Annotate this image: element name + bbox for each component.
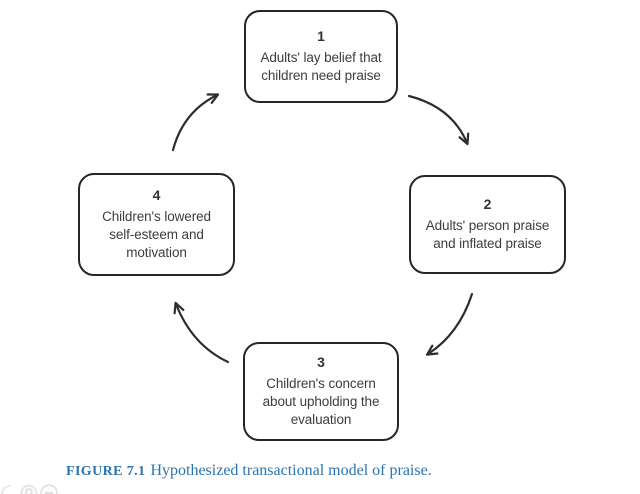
node-label: Children's lowered self-esteem and motiv… bbox=[102, 209, 211, 260]
node-box-2: 2 Adults' person praise and inflated pra… bbox=[409, 175, 566, 274]
minus-circle-icon[interactable] bbox=[40, 484, 58, 494]
node-box-3: 3 Children's concern about upholding the… bbox=[243, 342, 399, 441]
node-label: Children's concern about upholding the e… bbox=[262, 376, 380, 427]
node-box-1: 1 Adults' lay belief that children need … bbox=[244, 10, 398, 103]
node-number: 4 bbox=[152, 187, 161, 203]
figure-caption: FIGURE 7.1 Hypothesized transactional mod… bbox=[66, 461, 606, 481]
caption-figure-number: FIGURE 7.1 bbox=[66, 464, 146, 479]
caption-text: Hypothesized transactional model of prai… bbox=[150, 462, 432, 479]
node-label: Adults' lay belief that children need pr… bbox=[260, 50, 382, 83]
viewer-controls bbox=[1, 484, 58, 494]
node-number: 2 bbox=[483, 196, 492, 212]
magnifier-icon[interactable] bbox=[20, 484, 38, 494]
arrow-4-to-1-icon bbox=[171, 93, 220, 152]
arrow-1-to-2-icon bbox=[407, 94, 470, 146]
node-box-4: 4 Children's lowered self-esteem and mot… bbox=[78, 173, 235, 276]
node-number: 1 bbox=[317, 28, 325, 44]
node-label: Adults' person praise and inflated prais… bbox=[425, 218, 550, 251]
node-number: 3 bbox=[317, 354, 325, 370]
arrow-2-to-3-icon bbox=[425, 292, 474, 356]
partial-arc-icon[interactable] bbox=[1, 485, 11, 494]
arrow-3-to-4-icon bbox=[173, 301, 230, 364]
